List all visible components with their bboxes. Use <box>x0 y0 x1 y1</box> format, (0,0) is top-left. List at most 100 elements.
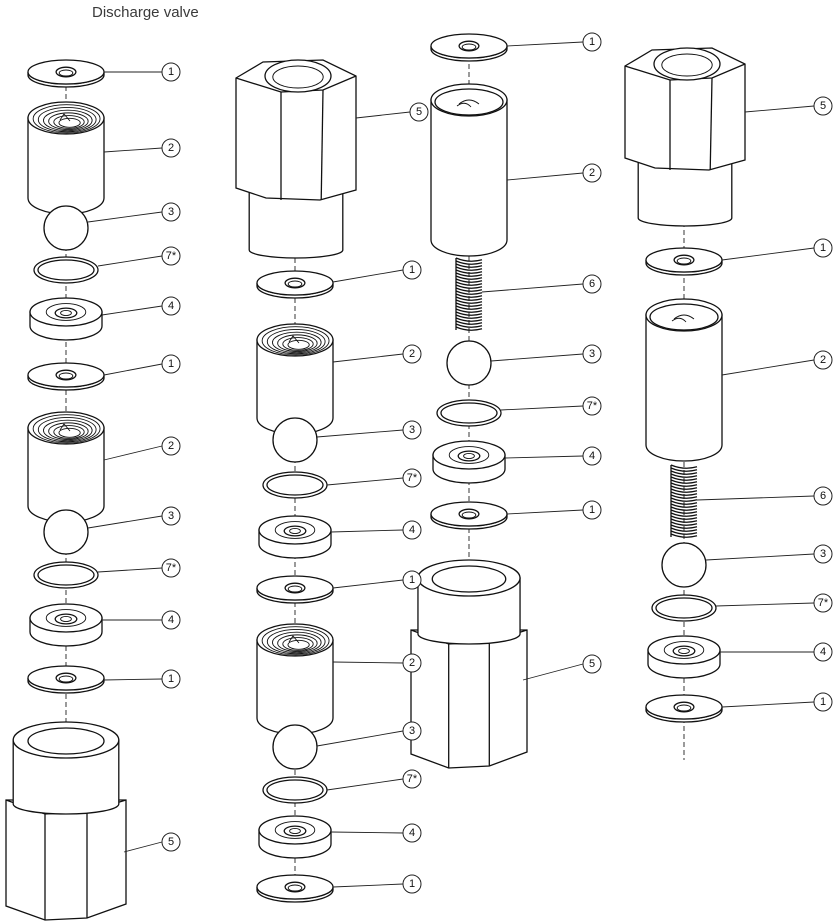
washer-part <box>256 575 334 604</box>
callout-3: 3 <box>87 506 181 529</box>
callout-1: 1 <box>103 354 181 376</box>
callout-number: 5 <box>820 100 826 112</box>
callout-number: 2 <box>589 167 595 179</box>
callout-6: 6 <box>696 486 833 506</box>
callout-number: 7* <box>407 773 418 785</box>
callout-4: 4 <box>720 642 833 662</box>
callout-number: 4 <box>409 524 415 536</box>
callout-2: 2 <box>721 350 833 376</box>
callout-number: 1 <box>409 574 415 586</box>
callout-3: 3 <box>316 420 422 440</box>
callout-number: 5 <box>416 106 422 118</box>
callout-3: 3 <box>316 721 422 747</box>
washer-part <box>430 33 508 62</box>
callout-3: 3 <box>490 344 602 364</box>
callout-number: 4 <box>409 827 415 839</box>
callout-7: 7* <box>715 593 833 613</box>
callout-number: 1 <box>168 66 174 78</box>
ball-part <box>661 542 707 588</box>
callout-number: 2 <box>820 354 826 366</box>
callout-number: 1 <box>589 504 595 516</box>
valve-cage-part <box>27 101 105 215</box>
callout-number: 2 <box>168 440 174 452</box>
washer-part <box>27 362 105 391</box>
washer-part <box>645 694 723 723</box>
callout-1: 1 <box>332 260 422 283</box>
callout-number: 1 <box>820 242 826 254</box>
callout-6: 6 <box>481 274 602 294</box>
spring-part <box>455 257 483 331</box>
callout-1: 1 <box>506 500 602 520</box>
diagram-title: Discharge valve <box>92 4 199 21</box>
o-ring-part <box>33 561 99 589</box>
callout-number: 1 <box>589 36 595 48</box>
callout-2: 2 <box>332 344 422 364</box>
washer-part <box>256 270 334 299</box>
callout-1: 1 <box>332 570 422 590</box>
spring-part <box>670 464 698 538</box>
callout-number: 7* <box>587 400 598 412</box>
valve-cage-part <box>256 323 334 435</box>
ball-part <box>446 340 492 386</box>
callout-number: 7* <box>166 250 177 262</box>
callout-number: 2 <box>168 142 174 154</box>
housing-nut-part <box>624 47 746 227</box>
callout-number: 3 <box>168 206 174 218</box>
callout-4: 4 <box>330 520 422 540</box>
valve-seat-part <box>29 603 103 647</box>
callout-4: 4 <box>102 610 181 630</box>
callout-1: 1 <box>332 874 422 894</box>
callout-number: 1 <box>168 358 174 370</box>
callout-number: 4 <box>589 450 595 462</box>
callout-5: 5 <box>123 832 181 853</box>
callout-4: 4 <box>504 446 602 466</box>
callout-number: 4 <box>820 646 826 658</box>
o-ring-part <box>651 594 717 622</box>
callout-number: 7* <box>166 562 177 574</box>
callout-number: 2 <box>409 657 415 669</box>
callout-4: 4 <box>101 296 181 316</box>
callout-1: 1 <box>104 62 181 82</box>
callout-7: 7* <box>326 769 422 791</box>
callout-7: 7* <box>97 558 181 578</box>
washer-part <box>430 501 508 530</box>
washer-part <box>256 874 334 903</box>
callout-number: 6 <box>820 490 826 502</box>
ball-part <box>272 417 318 463</box>
callout-number: 7* <box>818 597 829 609</box>
callout-4: 4 <box>330 823 422 843</box>
ball-part <box>43 205 89 251</box>
callout-1: 1 <box>721 692 833 712</box>
o-ring-part <box>262 776 328 804</box>
callout-number: 1 <box>820 696 826 708</box>
valve-cage-part <box>27 411 105 523</box>
callout-number: 3 <box>589 348 595 360</box>
callout-2: 2 <box>332 653 422 673</box>
callout-2: 2 <box>103 138 181 158</box>
o-ring-part <box>436 399 502 427</box>
callout-number: 6 <box>589 278 595 290</box>
callout-7: 7* <box>326 468 422 488</box>
callout-number: 3 <box>168 510 174 522</box>
callout-3: 3 <box>705 544 833 564</box>
callout-5: 5 <box>522 654 602 681</box>
callout-number: 7* <box>407 472 418 484</box>
o-ring-part <box>33 256 99 284</box>
callout-number: 3 <box>409 725 415 737</box>
washer-part <box>27 665 105 694</box>
valve-seat-part <box>29 297 103 341</box>
callout-5: 5 <box>355 102 429 122</box>
valve-cage-part <box>430 83 508 257</box>
callout-1: 1 <box>721 238 833 261</box>
valve-cage-part <box>645 298 723 462</box>
callout-number: 5 <box>168 836 174 848</box>
callout-1: 1 <box>103 669 181 689</box>
callout-number: 4 <box>168 300 174 312</box>
callout-number: 1 <box>409 264 415 276</box>
callout-2: 2 <box>506 163 602 183</box>
callout-3: 3 <box>87 202 181 223</box>
ball-part <box>43 509 89 555</box>
ball-part <box>272 724 318 770</box>
callout-7: 7* <box>500 396 602 416</box>
